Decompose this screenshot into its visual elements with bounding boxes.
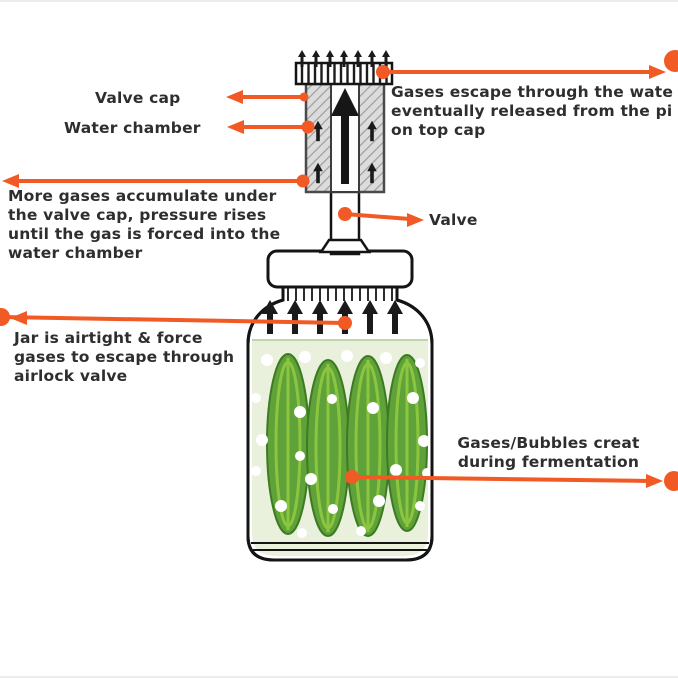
arrowhead-right	[407, 213, 424, 227]
bubble	[390, 464, 402, 476]
bubble	[373, 495, 385, 507]
valve-top-cap-ribs	[297, 64, 391, 83]
connector-line	[1, 315, 346, 325]
fermentation-bubbles	[251, 350, 432, 538]
connector-line	[351, 475, 651, 483]
anchor-dot	[338, 316, 352, 330]
callout-valve-cap	[226, 90, 309, 104]
bubble	[327, 394, 337, 404]
connector-line	[344, 212, 411, 221]
anchor-dot	[296, 174, 310, 188]
bubble	[356, 526, 366, 536]
label-water-chamber: Water chamber	[64, 119, 201, 137]
cucumber	[346, 355, 390, 537]
frame-edge-bottom	[0, 676, 678, 678]
label-bubbles: Gases/Bubbles creat during fermentation	[457, 434, 640, 471]
arrowhead-left	[226, 90, 243, 104]
callout-more-gases	[2, 174, 310, 188]
jar-lid	[266, 249, 414, 289]
callout-jar-airtight	[0, 308, 352, 330]
cucumber	[306, 359, 350, 537]
bubble	[275, 500, 287, 512]
bubble	[295, 451, 305, 461]
arrowhead-left	[227, 120, 244, 134]
bubble	[297, 528, 307, 538]
valve-flange	[318, 238, 372, 254]
label-jar-airtight: Jar is airtight & force gases to escape …	[14, 329, 235, 385]
bubble	[407, 392, 419, 404]
anchor-dot	[299, 92, 309, 102]
bubble	[415, 501, 425, 511]
bubble	[328, 504, 338, 514]
jar-neck-threads	[287, 287, 393, 301]
callout-bubbles	[345, 470, 678, 491]
bubble	[380, 352, 392, 364]
arrowhead-right	[649, 65, 666, 79]
gas-flow-arrow	[331, 88, 359, 184]
bubble	[251, 393, 261, 403]
callout-connectors	[0, 50, 678, 491]
arrowhead-left	[10, 311, 27, 325]
bubble	[305, 473, 317, 485]
edge-dot	[664, 50, 678, 72]
bubble	[294, 406, 306, 418]
bubble	[256, 434, 268, 446]
bubble	[299, 351, 311, 363]
label-more-gases: More gases accumulate under the valve ca…	[8, 187, 281, 262]
label-gases-escape: Gases escape through the wate eventually…	[391, 83, 674, 139]
cucumber	[266, 353, 310, 535]
bubble	[341, 350, 353, 362]
callout-water-chamber	[227, 120, 315, 134]
callout-gases-escape	[376, 50, 678, 79]
label-valve: Valve	[429, 211, 478, 229]
bubble	[261, 354, 273, 366]
label-valve-cap: Valve cap	[95, 89, 181, 107]
edge-dot	[664, 471, 678, 491]
callout-valve	[338, 207, 424, 227]
anchor-dot	[301, 120, 315, 134]
bubble	[251, 466, 261, 476]
bubble	[415, 358, 425, 368]
bubble	[418, 435, 430, 447]
arrowhead-left	[2, 174, 19, 188]
bubble	[367, 402, 379, 414]
frame-edge-top	[0, 0, 678, 2]
bubble	[422, 468, 432, 478]
arrowhead-right	[646, 474, 663, 488]
